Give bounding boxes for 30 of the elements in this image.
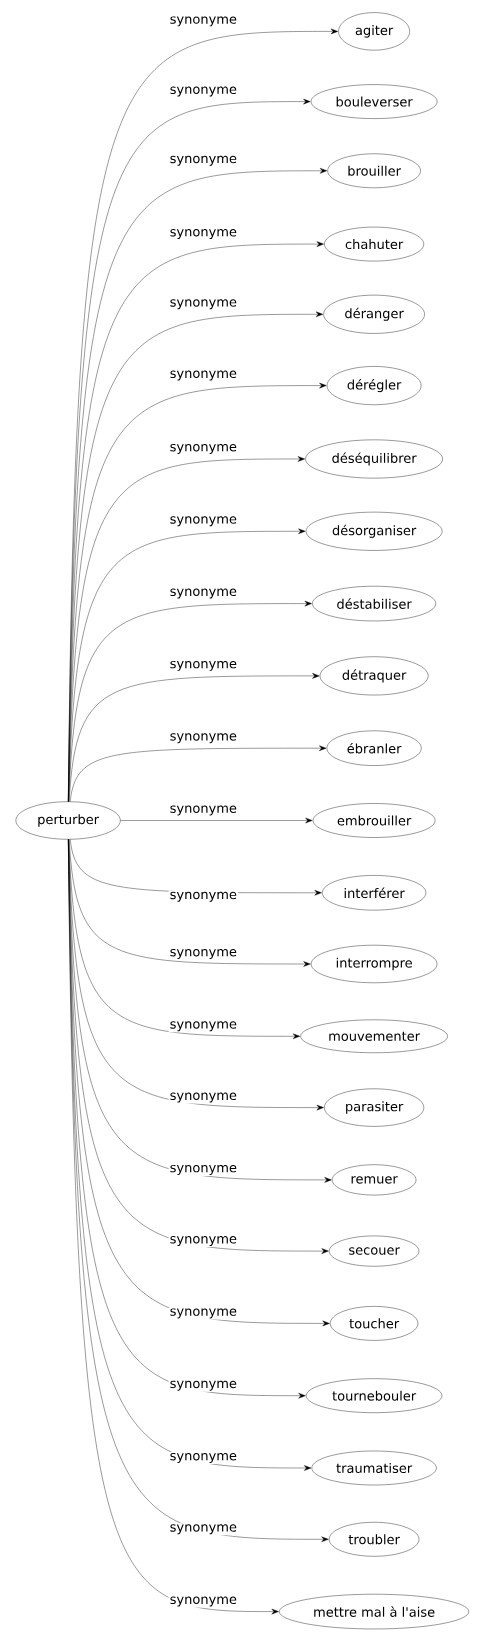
edge-label: synonyme [168, 1020, 238, 1033]
edge-label: synonyme [168, 1307, 238, 1320]
edge-label: synonyme [168, 443, 238, 455]
edge-label: synonyme [168, 1379, 238, 1392]
arrow [68, 839, 279, 1615]
edge-label: synonyme [168, 369, 238, 382]
edge-label: synonyme [168, 1235, 238, 1248]
edge-label: synonyme [168, 298, 238, 311]
arrow [68, 839, 301, 1040]
edge-label: synonyme [168, 659, 238, 672]
edge-label: synonyme [168, 732, 238, 745]
arrow [68, 673, 320, 802]
arrow [68, 600, 312, 802]
edge-label: synonyme [168, 228, 238, 241]
arrow [70, 745, 327, 802]
edge-label: synonyme [168, 85, 238, 98]
edge-label: synonyme [168, 515, 238, 528]
arrow [120, 817, 313, 824]
edge-label: synonyme [168, 1523, 238, 1536]
arrow [68, 839, 311, 967]
edge-label: synonyme [168, 804, 238, 817]
edge-label: synonyme [168, 948, 238, 960]
edge-label: synonyme [168, 890, 238, 903]
edge-label: synonyme [168, 1163, 238, 1176]
edge-label: synonyme [168, 15, 238, 28]
edge-label: synonyme [168, 154, 238, 167]
edge-label: synonyme [168, 1091, 238, 1104]
edge-label: synonyme [168, 587, 238, 600]
edge-label: synonyme [168, 1452, 238, 1464]
edge-label: synonyme [168, 1595, 238, 1608]
